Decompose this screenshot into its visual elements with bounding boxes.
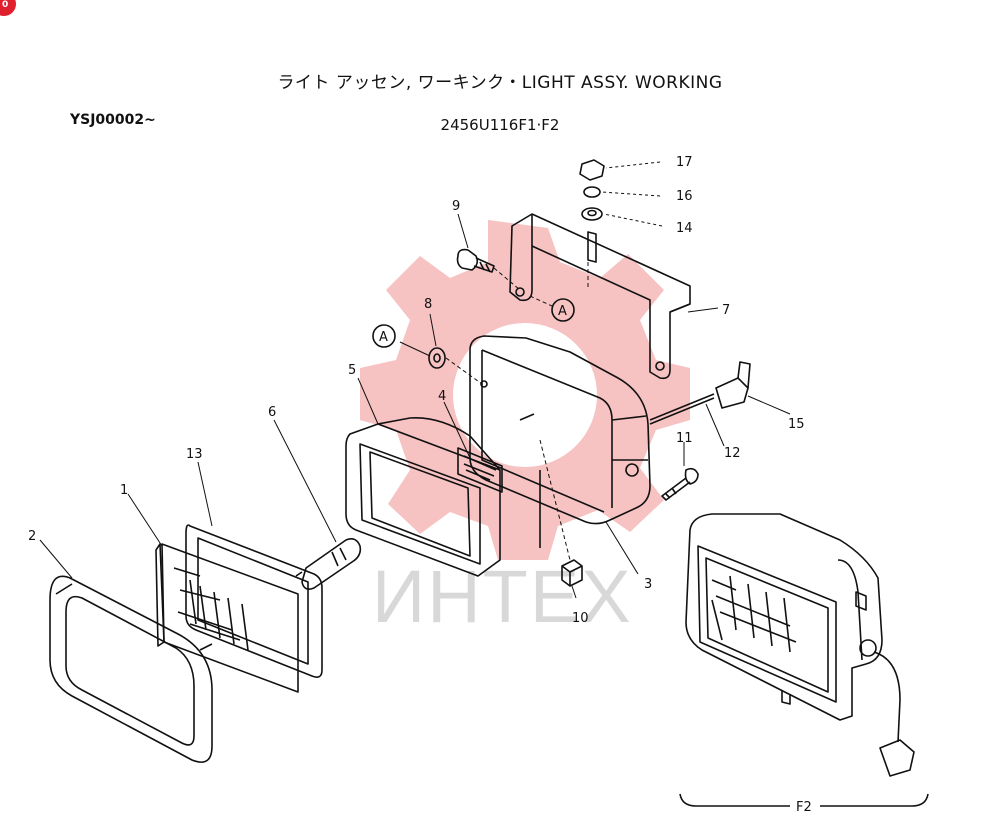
- callout-10: 10: [572, 611, 589, 626]
- part-2-bezel: [49, 575, 213, 763]
- callout-11: 11: [676, 431, 693, 446]
- leader-lines: [39, 161, 791, 599]
- part-10-nut: [561, 559, 583, 587]
- page-title: ライト アッセン, ワーキンク・LIGHT ASSY. WORKING: [277, 73, 723, 93]
- part-13-gasket: [185, 524, 323, 678]
- part-1-lens: [155, 543, 299, 693]
- corner-badge-label: 0: [2, 0, 9, 10]
- callout-3: 3: [644, 577, 652, 592]
- watermark-text: ИНТЕХ: [372, 555, 633, 638]
- marker-a-left-label: A: [379, 330, 388, 345]
- callout-14: 14: [676, 221, 693, 236]
- callout-1: 1: [120, 483, 128, 498]
- f2-bracket: [679, 793, 929, 807]
- part-7-bracket: [509, 213, 691, 380]
- marker-a-left: [372, 324, 396, 348]
- part-17-nut: [579, 159, 605, 181]
- part-11-screw: [661, 467, 699, 501]
- callout-4: 4: [438, 389, 446, 404]
- callout-17: 17: [676, 155, 693, 170]
- callout-7: 7: [722, 303, 730, 318]
- watermark-gear-hole: [453, 323, 597, 467]
- corner-badge: 0: [0, 0, 16, 16]
- marker-a-right-label: A: [558, 304, 567, 319]
- marker-a-right: [551, 298, 575, 322]
- part-code: 2456U116F1·F2: [440, 116, 560, 134]
- callout-5: 5: [348, 363, 356, 378]
- part-12-cable: [649, 393, 715, 425]
- callout-13: 13: [186, 447, 203, 462]
- callout-16: 16: [676, 189, 693, 204]
- part-14-stud: [587, 231, 597, 263]
- callout-15: 15: [788, 417, 805, 432]
- part-8-washer: [428, 347, 446, 369]
- callout-2: 2: [28, 529, 36, 544]
- part-9-bolt: [456, 248, 495, 273]
- callout-12: 12: [724, 446, 741, 461]
- part-16-lockwasher: [583, 186, 601, 198]
- assembled-light-f2: [685, 513, 915, 777]
- part-6-bulb: [295, 538, 362, 590]
- part-14-washer: [581, 207, 603, 221]
- part-5-reflector: [345, 417, 501, 577]
- callout-6: 6: [268, 405, 276, 420]
- part-3-housing: [469, 335, 651, 548]
- callout-9: 9: [452, 199, 460, 214]
- serial-number: YSJ00002~: [70, 112, 156, 128]
- callout-8: 8: [424, 297, 432, 312]
- part-15-connector: [715, 361, 751, 409]
- variant-label: F2: [796, 800, 812, 815]
